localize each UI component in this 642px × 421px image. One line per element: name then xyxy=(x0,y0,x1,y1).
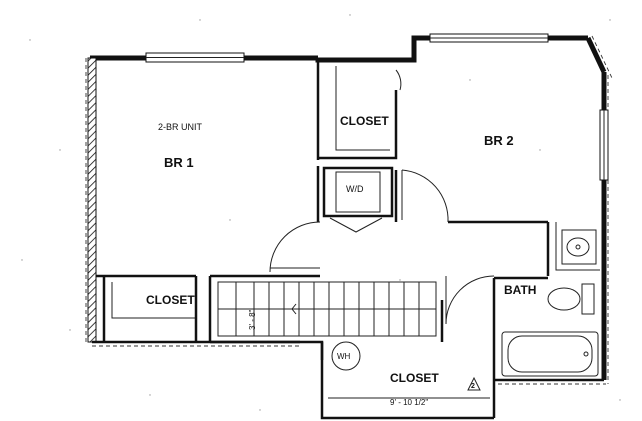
doors xyxy=(269,66,495,325)
room-label-bath: BATH xyxy=(504,283,536,297)
room-label-closet-bottom: CLOSET xyxy=(390,371,439,385)
room-label-br2: BR 2 xyxy=(484,133,514,148)
sink xyxy=(561,229,597,265)
unit-label: 2-BR UNIT xyxy=(158,122,203,132)
section-marker xyxy=(467,376,481,391)
exterior-walls xyxy=(87,35,607,420)
bathtub xyxy=(501,331,599,377)
interior-walls xyxy=(96,60,600,380)
bath-fixtures xyxy=(501,229,599,377)
left-wall-hatch xyxy=(87,57,97,343)
toilet-tank xyxy=(581,283,595,315)
scan-noise xyxy=(21,14,621,411)
section-marker-number: 2 xyxy=(471,383,475,390)
label-wh: WH xyxy=(337,352,351,361)
stair-arrow xyxy=(291,303,300,315)
room-label-closet-top: CLOSET xyxy=(340,114,389,128)
room-label-closet-left: CLOSET xyxy=(146,293,195,307)
label-wd: W/D xyxy=(346,184,364,194)
staircase xyxy=(217,281,437,337)
dimension-closet: 9' - 10 1/2" xyxy=(390,398,428,407)
water-heater-symbol xyxy=(331,341,361,371)
toilet-bowl xyxy=(547,287,581,311)
dimension-stair: 3' - 8" xyxy=(248,309,257,330)
windows xyxy=(145,33,609,181)
room-label-br1: BR 1 xyxy=(164,155,194,170)
